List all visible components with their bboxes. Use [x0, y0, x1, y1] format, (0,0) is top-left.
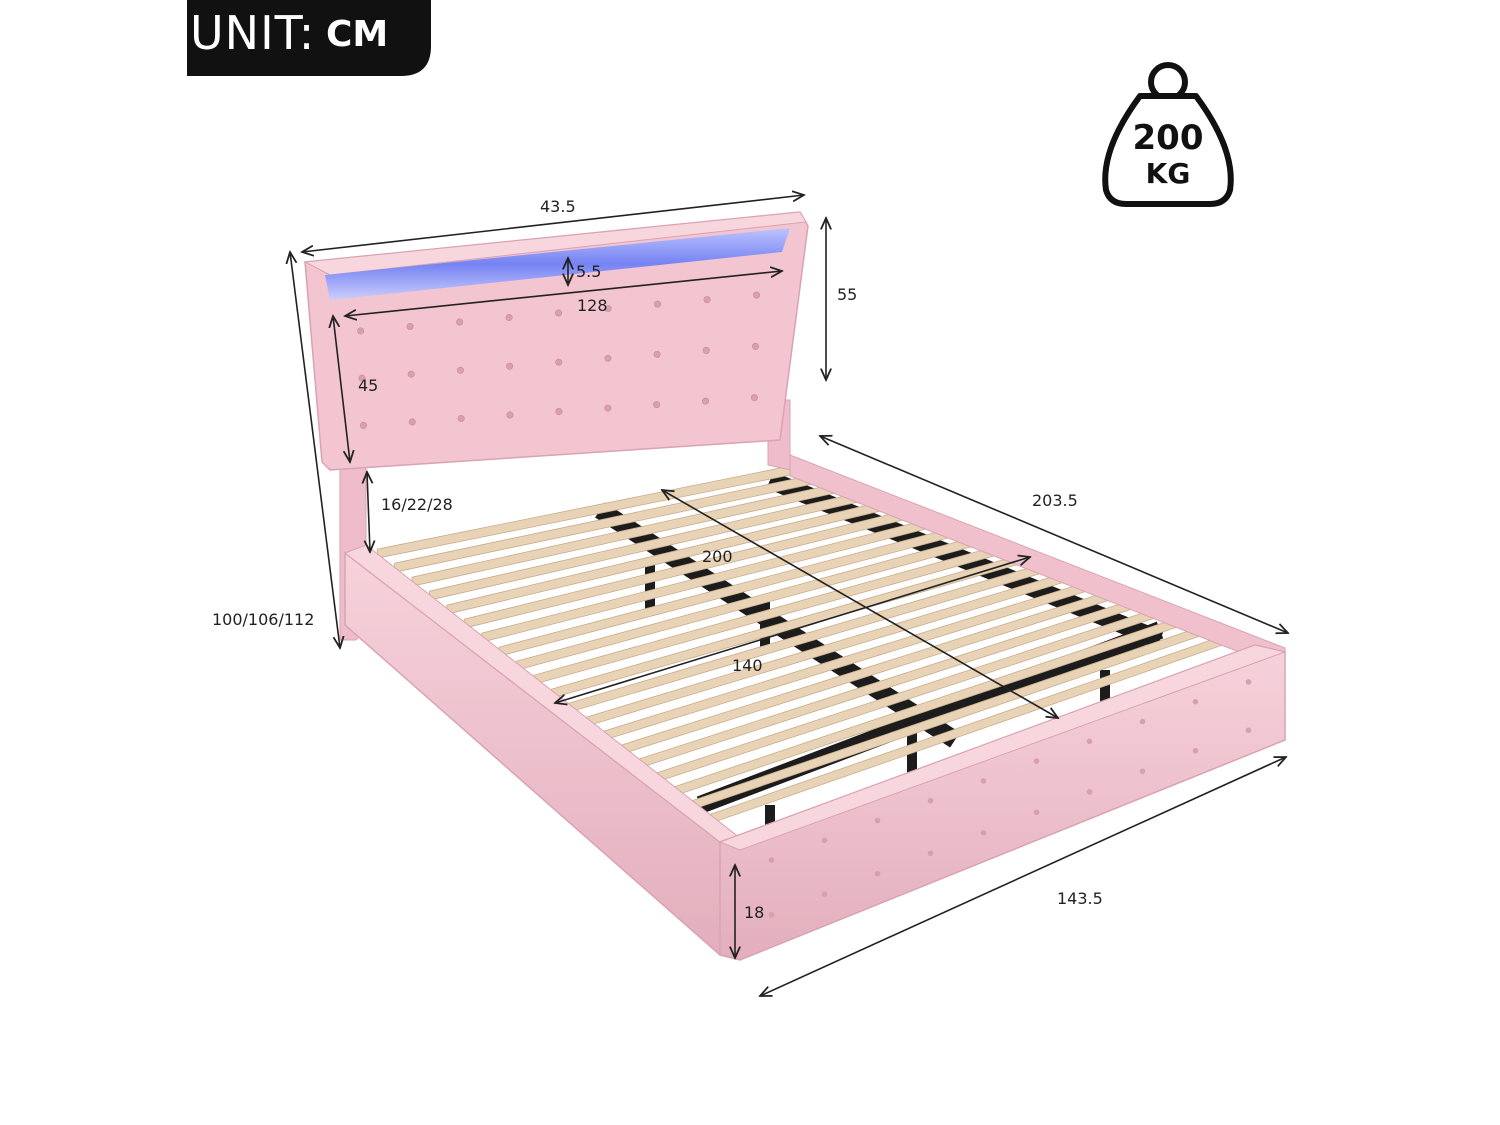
- label-headboard-panel-height: 45: [358, 376, 379, 395]
- tuft: [927, 797, 934, 804]
- tuft: [505, 314, 513, 322]
- label-side-rail-height: 18: [744, 903, 765, 922]
- tuft: [703, 296, 711, 304]
- tuft: [653, 401, 661, 409]
- tuft: [1192, 698, 1199, 705]
- tuft: [1086, 738, 1093, 745]
- tuft: [768, 911, 775, 918]
- tuft: [1139, 718, 1146, 725]
- label-headboard-top-width: 43.5: [540, 197, 576, 216]
- label-mattress-width: 140: [732, 656, 763, 675]
- tuft: [874, 870, 881, 877]
- tuft: [653, 350, 661, 358]
- label-total-height: 100/106/112: [212, 610, 315, 629]
- label-mattress-length: 200: [702, 547, 733, 566]
- label-total-length: 203.5: [1032, 491, 1078, 510]
- weight-icon: [1102, 62, 1234, 207]
- dim-line-total-width: [760, 757, 1286, 996]
- label-headboard-height: 55: [837, 285, 858, 304]
- tuft: [457, 414, 465, 422]
- tuft: [1192, 747, 1199, 754]
- tuft: [821, 891, 828, 898]
- tuft: [702, 346, 710, 354]
- tuft: [1033, 809, 1040, 816]
- dim-line-headboard-width: [345, 271, 782, 316]
- dim-line-total-height: [290, 252, 340, 648]
- label-light-strip-height: 5.5: [576, 262, 602, 281]
- tuft: [821, 837, 828, 844]
- tuft: [358, 374, 366, 382]
- tuft: [555, 358, 563, 366]
- label-adjustable-clearance: 16/22/28: [381, 495, 453, 514]
- tuft: [604, 404, 612, 412]
- unit-value: CM: [326, 14, 389, 55]
- tuft: [753, 291, 761, 299]
- tuft: [702, 397, 710, 405]
- dim-line-top-width: [302, 195, 804, 252]
- unit-prefix: UNIT:: [190, 6, 316, 60]
- tuft: [408, 418, 416, 426]
- tuft: [980, 778, 987, 784]
- tuft: [604, 354, 612, 362]
- label-total-width: 143.5: [1057, 889, 1103, 908]
- tuft: [506, 411, 514, 419]
- dim-line-mattress-width: [555, 557, 1030, 703]
- tuft: [1245, 679, 1252, 685]
- weight-value: 200: [1132, 118, 1204, 158]
- tuft: [874, 817, 881, 824]
- tuft: [406, 322, 414, 330]
- tuft: [407, 370, 415, 378]
- tuft: [555, 408, 563, 416]
- tuft: [751, 342, 759, 350]
- dimension-lines: [290, 195, 1288, 996]
- tuft: [555, 309, 563, 317]
- weight-unit: KG: [1145, 157, 1191, 190]
- tuft: [1033, 758, 1040, 764]
- tuft: [456, 366, 464, 374]
- tuft: [359, 421, 367, 429]
- dim-line-clearance: [367, 472, 370, 552]
- label-headboard-width: 128: [577, 296, 608, 315]
- tuft: [506, 362, 514, 370]
- tuft: [980, 829, 987, 836]
- headboard: [303, 211, 809, 471]
- tuft: [456, 318, 464, 326]
- tuft: [927, 850, 934, 857]
- tuft: [1139, 768, 1146, 775]
- tuft: [750, 394, 758, 402]
- tuft: [357, 327, 365, 335]
- tuft: [654, 300, 662, 308]
- tuft: [1245, 727, 1252, 734]
- tuft: [1086, 788, 1093, 795]
- tuft: [768, 857, 775, 863]
- unit-badge: [187, 0, 431, 76]
